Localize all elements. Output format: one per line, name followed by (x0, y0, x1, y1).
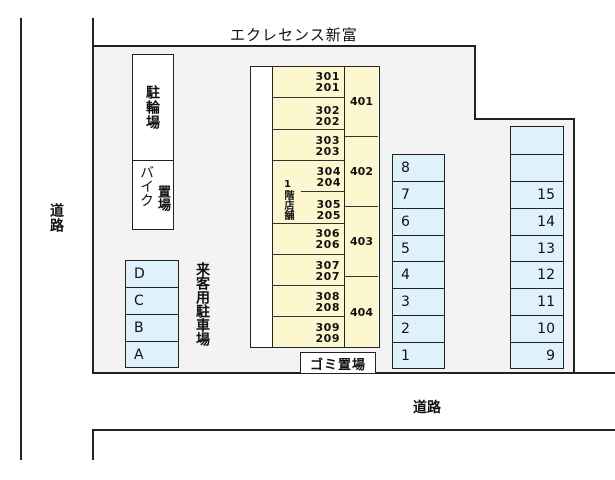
bicycle-parking-label: 駐輪場 (144, 85, 160, 130)
motorcycle-parking: バイク 置場 (132, 160, 174, 230)
unit-309-209: 309 209 (315, 321, 340, 345)
road-label-bottom: 道路 (413, 400, 441, 416)
unit-301-201: 301 201 (273, 67, 344, 98)
parking-stall-7: 7 (393, 182, 444, 209)
unit-403: 403 (345, 207, 378, 277)
site-boundary-step-vertical (474, 45, 476, 120)
visitor-parking-label: 来客用駐車場 (194, 262, 210, 346)
parking-stall-10: 10 (511, 316, 563, 343)
visitor-stall-b: B (126, 315, 178, 342)
parking-stall-13: 13 (511, 236, 563, 262)
parking-stall-3: 3 (393, 289, 444, 316)
motorcycle-parking-label-b: 置場 (155, 185, 170, 211)
property-name: エクレセンス新富 (230, 26, 358, 44)
unit-303-203: 303 203 (273, 130, 344, 161)
opposite-road-edge-top (92, 429, 615, 431)
road-label-left: 道路 (48, 203, 64, 233)
parking-stalls-1-8: 8 7 6 5 4 3 2 1 (392, 154, 445, 369)
unit-column: 301 201 302 202 303 203 304 204 305 205 … (273, 67, 345, 347)
ground-floor-shop-label: 1階店舗 (282, 179, 293, 220)
unit-308-208: 308 208 (273, 286, 344, 317)
fourth-floor-column: 401 402 403 404 (345, 67, 378, 347)
parking-stall-5: 5 (393, 236, 444, 262)
site-boundary-top (92, 45, 476, 47)
parking-stall-blank-1 (511, 127, 563, 155)
unit-402: 402 (345, 137, 378, 207)
parking-stall-14: 14 (511, 209, 563, 236)
parking-stall-11: 11 (511, 289, 563, 316)
visitor-parking-stalls: D C B A (125, 260, 179, 368)
parking-stall-6: 6 (393, 209, 444, 236)
parking-stall-1: 1 (401, 347, 410, 364)
opposite-road-edge-left (92, 429, 94, 460)
parking-stall-12: 12 (511, 262, 563, 289)
unit-305-205: 305 205 (316, 198, 341, 222)
garbage-area: ゴミ置場 (300, 352, 376, 374)
unit-307-207: 307 207 (273, 255, 344, 286)
unit-302-202: 302 202 (273, 98, 344, 130)
site-boundary-left (92, 18, 94, 374)
parking-stall-4: 4 (393, 262, 444, 289)
parking-stall-blank-2 (511, 155, 563, 182)
parking-stalls-9-15: 15 14 13 12 11 10 9 (510, 126, 564, 369)
parking-stall-2: 2 (393, 316, 444, 343)
visitor-stall-d: D (126, 261, 178, 288)
parking-stall-9: 9 (546, 347, 555, 364)
unit-306-206: 306 206 (273, 223, 344, 255)
parking-stall-8: 8 (393, 155, 444, 182)
unit-404: 404 (350, 305, 373, 319)
visitor-stall-c: C (126, 288, 178, 315)
bicycle-parking: 駐輪場 (132, 54, 174, 162)
visitor-stall-a: A (134, 346, 144, 363)
site-boundary-right (573, 118, 575, 374)
apartment-building: 301 201 302 202 303 203 304 204 305 205 … (250, 66, 380, 348)
corridor (251, 67, 273, 347)
site-boundary-step-horizontal (474, 118, 575, 120)
left-road-edge-line (20, 18, 22, 460)
unit-304-204: 304 204 (301, 161, 345, 192)
motorcycle-parking-label-a: バイク (138, 165, 154, 207)
parking-stall-15: 15 (511, 182, 563, 209)
unit-401: 401 (345, 67, 378, 137)
